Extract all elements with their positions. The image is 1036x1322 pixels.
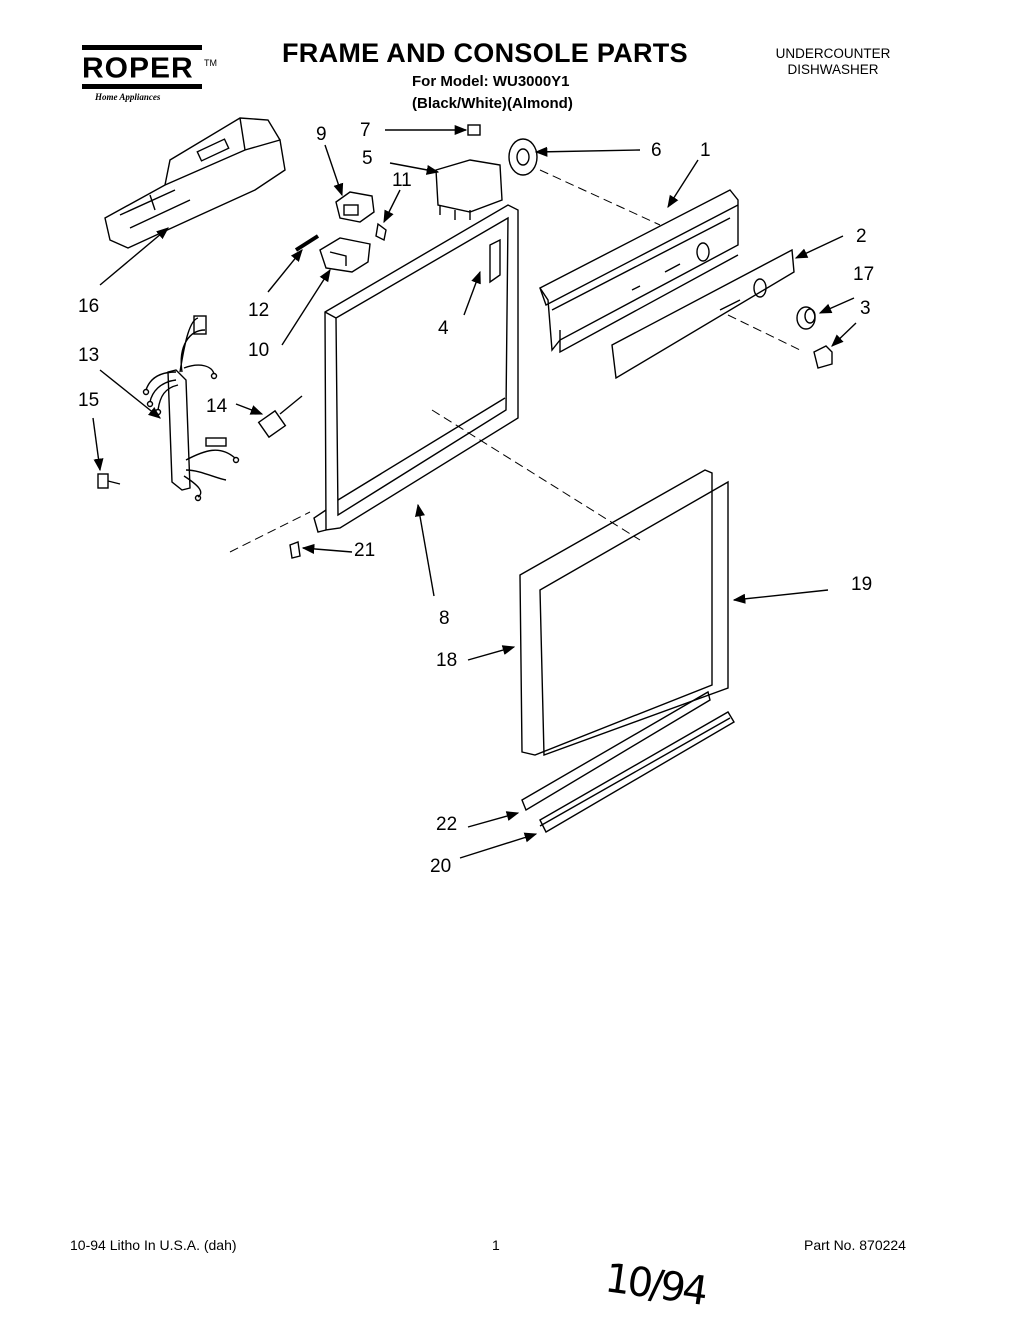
callout-10: 10	[248, 340, 270, 361]
callout-13: 13	[78, 345, 100, 366]
callout-4: 4	[438, 318, 449, 339]
product-line-2: DISHWASHER	[787, 62, 879, 77]
callout-21: 21	[354, 540, 376, 561]
part-vent-housing	[104, 117, 286, 249]
part-trim-22	[521, 690, 711, 812]
part-number: Part No. 870224	[804, 1237, 906, 1253]
callout-16: 16	[78, 296, 100, 317]
callout-15: 15	[78, 390, 100, 411]
callout-19: 19	[851, 574, 873, 595]
callout-3: 3	[860, 298, 871, 319]
product-line-1: UNDERCOUNTER	[775, 46, 891, 61]
callout-12: 12	[248, 300, 270, 321]
callout-17: 17	[853, 264, 875, 285]
part-bottom-trim	[539, 711, 735, 833]
part-door-panel-inner	[539, 480, 729, 756]
callout-20: 20	[430, 856, 452, 877]
part-door-panel-outer	[519, 469, 713, 756]
callout-14: 14	[206, 396, 228, 417]
callout-8: 8	[439, 608, 450, 629]
part-screw-15	[97, 473, 121, 489]
callout-7: 7	[360, 120, 371, 141]
part-switch-bracket	[294, 191, 387, 273]
callout-1: 1	[700, 140, 711, 161]
callout-6: 6	[651, 140, 662, 161]
part-clip-21	[289, 541, 301, 559]
brand-tagline: Home Appliances	[95, 92, 161, 102]
brand-logo: ROPER	[82, 52, 194, 85]
logo-bar-top	[82, 45, 202, 50]
logo-bar-bottom	[82, 84, 202, 89]
callout-9: 9	[316, 124, 327, 145]
callout-22: 22	[436, 814, 458, 835]
callout-5: 5	[362, 148, 373, 169]
part-control-panel	[611, 248, 795, 380]
callout-2: 2	[856, 226, 867, 247]
part-clip	[813, 345, 833, 369]
callout-18: 18	[436, 650, 458, 671]
model-line: For Model: WU3000Y1	[412, 73, 570, 90]
page-title: FRAME AND CONSOLE PARTS	[282, 38, 688, 68]
callout-11: 11	[392, 170, 412, 191]
part-door-frame	[313, 204, 519, 533]
litho-note: 10-94 Litho In U.S.A. (dah)	[70, 1237, 237, 1253]
part-knob	[796, 306, 816, 330]
part-control-switch	[435, 124, 538, 220]
page-number: 1	[492, 1237, 500, 1253]
brand-trademark: TM	[204, 58, 217, 68]
leader-lines	[92, 124, 857, 859]
color-line: (Black/White)(Almond)	[412, 95, 573, 112]
part-console-panel	[538, 189, 739, 354]
alignment-lines	[229, 169, 801, 553]
part-sensor	[257, 395, 303, 439]
